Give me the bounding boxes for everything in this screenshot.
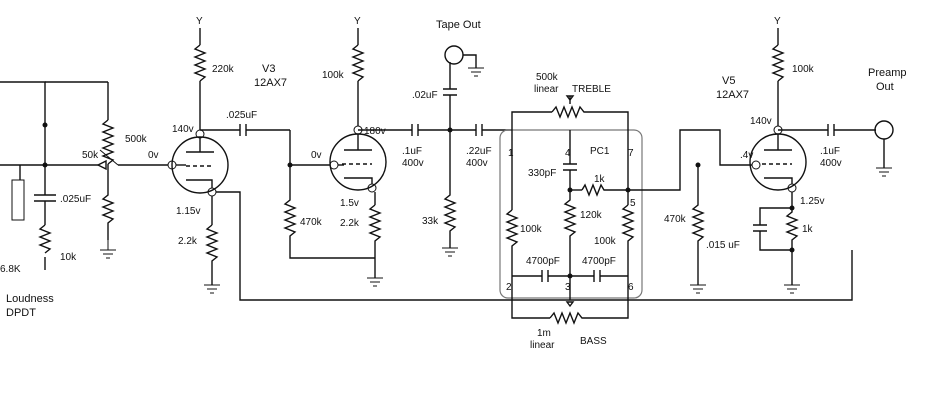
bass-pot-taper: linear: [530, 340, 555, 351]
stage2-shunt-res-label: 33k: [422, 216, 439, 227]
tone-cap-voltage: 400v: [466, 158, 488, 169]
tone-r100k-left: 100k: [520, 224, 543, 235]
stage1-coupling-cap-label: .025uF: [226, 110, 257, 121]
tape-cap-label: .02uF: [412, 90, 438, 101]
tone-cap-value: .22uF: [466, 146, 492, 157]
tone-cap-4700-right: 4700pF: [582, 256, 616, 267]
stage3-grid-voltage: .4v: [740, 150, 753, 161]
stage1-plate-res-label: 220k: [212, 64, 235, 75]
tone-pin-4: 4: [565, 148, 571, 159]
stage3-tube-type: 12AX7: [716, 89, 749, 101]
tone-r100k-right: 100k: [594, 236, 617, 247]
preamp-out-line2: Out: [876, 81, 894, 93]
treble-pot-taper: linear: [534, 84, 559, 95]
preamp-out-line1: Preamp: [868, 67, 907, 79]
stage1-plate-voltage: 140v: [172, 124, 194, 135]
tone-pin-6: 6: [628, 282, 634, 293]
stage3-bypass-cap-label: .015 uF: [706, 240, 740, 251]
tone-cap-330: 330pF: [528, 168, 556, 179]
stage1-tube: Y 220k 140v V3 12AX7 1.15v 2.2k .025uF: [167, 16, 640, 301]
volume-pot-label-a: 50k: [82, 150, 99, 161]
stage3-plate-res-label: 100k: [792, 64, 815, 75]
stage2-plate-voltage: 180v: [364, 126, 386, 137]
tone-r120k: 120k: [580, 210, 603, 221]
loudness-cap-label: .025uF: [60, 194, 91, 205]
preamp-out-jack: Preamp Out: [868, 67, 907, 177]
stage2-cathode-res-label: 2.2k: [340, 218, 360, 229]
stage3-plate-voltage: 140v: [750, 116, 772, 127]
loudness-network: 6.8K .025uF 10k Loudness DPDT: [0, 81, 108, 319]
tone-pin-3: 3: [565, 282, 571, 293]
treble-pot-value: 500k: [536, 72, 559, 83]
stage2-plate-res-label: 100k: [322, 70, 345, 81]
tone-pin-1: 1: [508, 148, 514, 159]
stage2-grid-voltage: 0v: [311, 150, 322, 161]
loudness-resistor: [38, 224, 52, 254]
loudness-res-label: 10k: [60, 252, 77, 263]
stage1-tube-envelope: [171, 136, 229, 194]
stage3-tube: 470k V5 12AX7 Y 100k 140v .4v 1.25v 1k .…: [628, 16, 876, 301]
tone-stack-enclosure: [499, 129, 643, 299]
bass-pot-value: 1m: [537, 328, 551, 339]
stage1-grid-voltage: 0v: [148, 150, 159, 161]
stage3-cathode-res-label: 1k: [802, 224, 814, 235]
treble-label: TREBLE: [572, 84, 611, 95]
bass-label: BASS: [580, 336, 607, 347]
supply-label-3: Y: [774, 16, 781, 27]
stage2-out-cap-value: .1uF: [402, 146, 422, 157]
stage1-cathode-voltage: 1.15v: [176, 206, 200, 217]
stage3-grid-res-label: 470k: [664, 214, 687, 225]
supply-label-2: Y: [354, 16, 361, 27]
tone-pin-5: 5: [630, 198, 636, 209]
tone-cap-4700-left: 4700pF: [526, 256, 560, 267]
stage3-out-cap-value: .1uF: [820, 146, 840, 157]
tone-r1k: 1k: [594, 174, 606, 185]
tone-pc-label: PC1: [590, 146, 610, 157]
stage3-tube-name: V5: [722, 75, 735, 87]
stage1-cathode-res-label: 2.2k: [178, 236, 198, 247]
tone-pin-2: 2: [506, 282, 512, 293]
stage1-tube-type: 12AX7: [254, 77, 287, 89]
volume-pot-label-b: 500k: [125, 134, 148, 145]
tape-out-label: Tape Out: [436, 19, 481, 31]
stage2-tube: 470k 0v Y 100k 180v 1.5v 2.2k .1uF 400v …: [283, 16, 512, 287]
volume-pot: 50k 500k 0v: [45, 82, 168, 259]
loudness-switch-symbol: [11, 179, 25, 221]
tape-out-jack: Tape Out: [436, 19, 484, 77]
stage1-tube-name: V3: [262, 63, 275, 75]
stage2-cathode-voltage: 1.5v: [340, 198, 359, 209]
stage3-out-cap-voltage: 400v: [820, 158, 842, 169]
loudness-label-line1: Loudness: [6, 293, 54, 305]
stage2-out-cap-voltage: 400v: [402, 158, 424, 169]
loudness-value-label: 6.8K: [0, 264, 21, 275]
tone-stack: 500k linear TREBLE 100k 4700pF 4700pF 33…: [499, 72, 643, 351]
loudness-label-line2: DPDT: [6, 307, 36, 319]
stage2-grid-res-label: 470k: [300, 217, 323, 228]
tone-pin-7: 7: [628, 148, 634, 159]
supply-label-1: Y: [196, 16, 203, 27]
stage3-cathode-voltage: 1.25v: [800, 196, 824, 207]
